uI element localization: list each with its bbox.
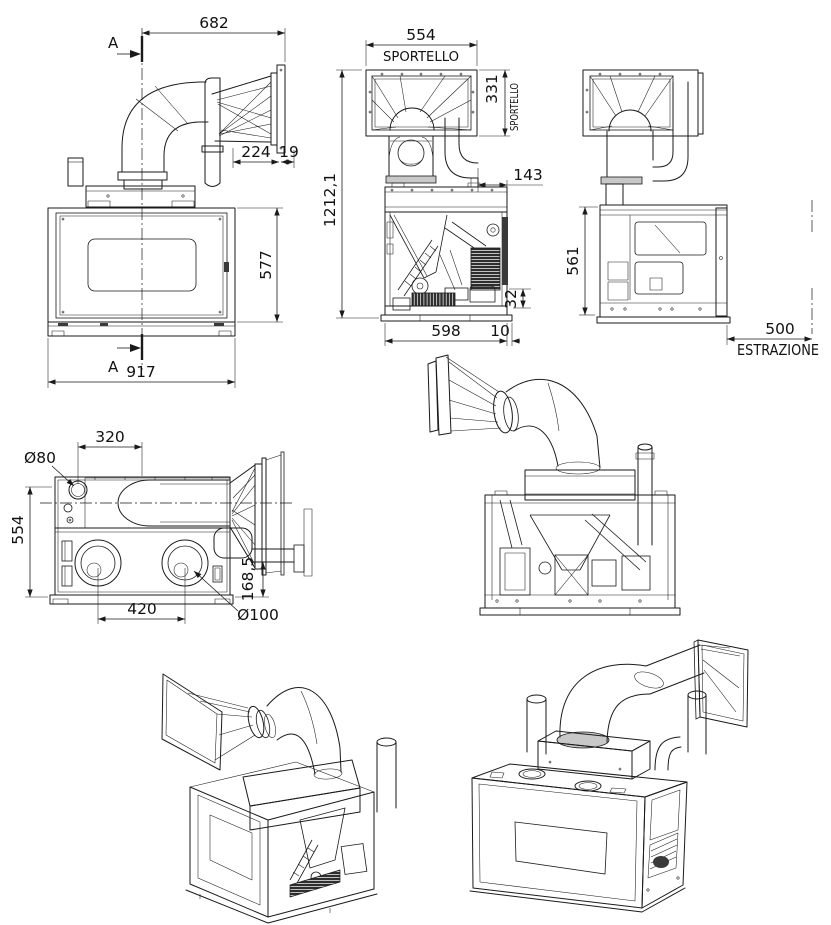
diffuser-flange	[270, 72, 278, 146]
duct-top-view	[117, 479, 151, 527]
dim-561: 561	[564, 246, 582, 276]
section-label-bottom: A	[108, 358, 119, 376]
iso-view-rear	[161, 673, 397, 924]
dim-o80: Ø80	[24, 449, 56, 467]
section-arrow-top	[130, 50, 141, 58]
dim-554-plan: 554	[9, 515, 27, 545]
label-estrazione: ESTRAZIONE	[737, 341, 819, 359]
door-handle	[224, 262, 229, 272]
dim-19: 19	[279, 143, 299, 161]
section-arrow-bottom	[130, 344, 141, 352]
iso-view-front	[469, 639, 749, 913]
section-view-aa: 554 SPORTELLO 331 SPORTELLO 1212,1 143 3…	[321, 26, 543, 346]
rear-view	[427, 354, 681, 616]
iso-motor	[653, 856, 669, 868]
dim-1212: 1212,1	[321, 173, 339, 227]
label-sportello-side: SPORTELLO	[508, 83, 521, 131]
dim-577: 577	[257, 250, 275, 280]
iso-body-right-face	[641, 781, 688, 909]
iso-door-window	[514, 821, 608, 875]
iso-spokes	[187, 692, 256, 761]
iso-spokes	[698, 644, 741, 713]
hood-box	[384, 186, 508, 213]
iso-body-front-face	[471, 777, 646, 909]
label-sportello-top: SPORTELLO	[383, 50, 459, 65]
dim-10: 10	[490, 322, 510, 340]
dim-331: 331	[483, 74, 501, 104]
dim-917: 917	[126, 363, 156, 381]
base-lip	[380, 314, 513, 322]
dim-554: 554	[406, 26, 436, 44]
diffuser-front	[365, 69, 478, 137]
top-plate	[85, 185, 196, 208]
dim-o100: Ø100	[237, 606, 279, 624]
dim-168-5: 168,5	[239, 557, 257, 601]
diffuser-spokes	[216, 81, 272, 139]
iso-diffuser-panel	[161, 673, 223, 771]
side-view: 561 500 ESTRAZIONE	[564, 69, 819, 359]
grate	[411, 292, 456, 307]
dim-420: 420	[127, 600, 157, 618]
base-plate	[47, 321, 236, 337]
iso-flue-pipe	[376, 737, 397, 747]
section-label-top: A	[108, 34, 119, 52]
plan-body	[54, 476, 231, 596]
iso-plenum-top	[242, 759, 361, 807]
dim-598: 598	[431, 322, 461, 340]
door-edge	[715, 207, 728, 317]
dim-32: 32	[502, 289, 520, 309]
plan-view: 320 Ø80 554 420 Ø100 168,5	[9, 428, 313, 624]
plenum-box	[524, 469, 636, 501]
dim-143: 143	[513, 166, 543, 184]
rear-spokes	[445, 356, 502, 432]
dim-224: 224	[241, 143, 271, 161]
diffuser-spokes	[371, 75, 472, 131]
firebox-body	[47, 207, 236, 323]
diffuser-spokes	[589, 75, 674, 131]
iso-body-right-face	[267, 791, 375, 918]
diffuser-side	[582, 69, 699, 137]
dim-500: 500	[765, 320, 795, 338]
internal-mechanism	[386, 214, 508, 311]
front-view: A A 682 224 19 577	[47, 14, 299, 388]
iso-body-left-face	[189, 786, 269, 918]
iso-internals	[289, 807, 368, 898]
duct-collar	[385, 175, 437, 184]
heat-exchanger	[470, 247, 501, 291]
dim-320: 320	[95, 428, 125, 446]
left-stub-pipe	[67, 157, 84, 187]
rear-internals	[485, 499, 675, 603]
dim-682: 682	[199, 14, 229, 32]
door-window	[87, 238, 197, 292]
